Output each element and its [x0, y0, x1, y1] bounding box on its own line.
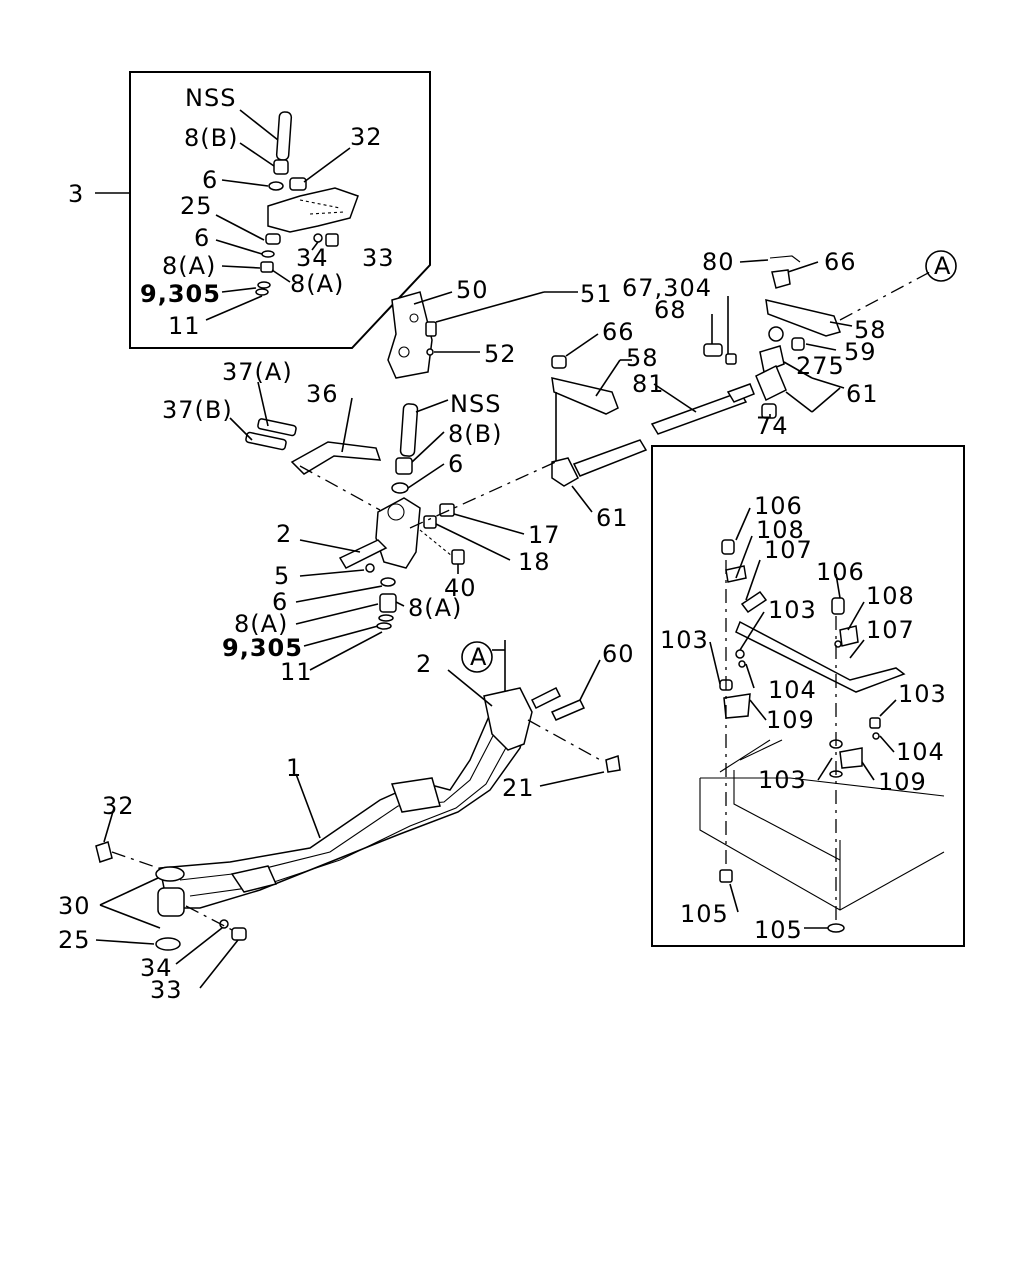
label-103-d: 103: [758, 766, 807, 794]
label-106-a: 106: [754, 492, 803, 520]
steering-knuckle-assembly: [229, 381, 561, 671]
label-nss-mid: NSS: [450, 390, 501, 418]
label-61-mid: 61: [596, 504, 629, 532]
callout-a-top: [925, 250, 957, 282]
label-34-top: 34: [296, 244, 329, 272]
label-66-mid: 66: [602, 318, 635, 346]
stabilizer-detail-inset: [651, 445, 965, 947]
label-21: 21: [502, 774, 535, 802]
label-2-mid: 2: [276, 520, 292, 548]
label-108-b: 108: [866, 582, 915, 610]
label-51: 51: [580, 280, 613, 308]
label-30: 30: [58, 892, 91, 920]
label-107-b: 107: [866, 616, 915, 644]
label-2-low: 2: [416, 650, 432, 678]
label-1: 1: [286, 754, 302, 782]
label-58-right: 58: [854, 316, 887, 344]
label-108-a: 108: [756, 516, 805, 544]
label-103-b: 103: [660, 626, 709, 654]
label-40: 40: [444, 574, 477, 602]
label-52: 52: [484, 340, 517, 368]
label-50: 50: [456, 276, 489, 304]
label-109-a: 109: [766, 706, 815, 734]
label-275: 275: [796, 352, 845, 380]
front-axle-beam: [95, 659, 621, 989]
label-107-a: 107: [764, 536, 813, 564]
label-74: 74: [756, 412, 789, 440]
label-3: 3: [68, 180, 84, 208]
label-a-mid: A: [470, 643, 487, 671]
label-32-low: 32: [102, 792, 135, 820]
label-36: 36: [306, 380, 339, 408]
label-11-top: 11: [168, 312, 201, 340]
label-6-low: 6: [272, 588, 288, 616]
label-11-low: 11: [280, 658, 313, 686]
label-104-a: 104: [768, 676, 817, 704]
label-109-b: 109: [878, 768, 927, 796]
label-9305-low: 9,305: [222, 634, 303, 662]
label-37a: 37(A): [222, 358, 293, 386]
label-25-low: 25: [58, 926, 91, 954]
label-5: 5: [274, 562, 290, 590]
label-a-top: A: [934, 252, 951, 280]
callout-labels: NSS 8(B) 32 3 6 25 6 8(A) 8(A) 9,305 11 …: [58, 84, 951, 1004]
label-25-top: 25: [180, 192, 213, 220]
label-8a-low-right: 8(A): [408, 594, 462, 622]
label-68: 68: [654, 296, 687, 324]
label-104-b: 104: [896, 738, 945, 766]
label-8b-top: 8(B): [184, 124, 238, 152]
kingpin-detail-inset: [95, 71, 431, 349]
label-8a-top-left: 8(A): [162, 252, 216, 280]
label-58-mid: 58: [626, 344, 659, 372]
label-103-c: 103: [898, 680, 947, 708]
label-33-low: 33: [150, 976, 183, 1004]
label-60: 60: [602, 640, 635, 668]
label-nss-top: NSS: [185, 84, 236, 112]
label-34-low: 34: [140, 954, 173, 982]
label-59: 59: [844, 338, 877, 366]
label-61-right: 61: [846, 380, 879, 408]
label-6-mid: 6: [448, 450, 464, 478]
label-80: 80: [702, 248, 735, 276]
label-8a-low-left: 8(A): [234, 610, 288, 638]
label-67-304: 67,304: [622, 274, 712, 302]
label-37b: 37(B): [162, 396, 233, 424]
label-6-top: 6: [202, 166, 218, 194]
label-9305-top: 9,305: [140, 280, 221, 308]
label-106-b: 106: [816, 558, 865, 586]
label-18: 18: [518, 548, 551, 576]
steering-bracket-assembly: [387, 291, 578, 379]
label-6-top-2: 6: [194, 224, 210, 252]
label-105-b: 105: [754, 916, 803, 944]
label-103-a: 103: [768, 596, 817, 624]
label-8a-top-right: 8(A): [290, 270, 344, 298]
callout-a-mid: [461, 640, 506, 700]
label-105-a: 105: [680, 900, 729, 928]
label-8b-mid: 8(B): [448, 420, 502, 448]
tie-rod-assembly: [551, 255, 931, 513]
label-32-top: 32: [350, 123, 383, 151]
label-66-right: 66: [824, 248, 857, 276]
label-33-top: 33: [362, 244, 395, 272]
label-81: 81: [632, 370, 665, 398]
label-17: 17: [528, 521, 561, 549]
